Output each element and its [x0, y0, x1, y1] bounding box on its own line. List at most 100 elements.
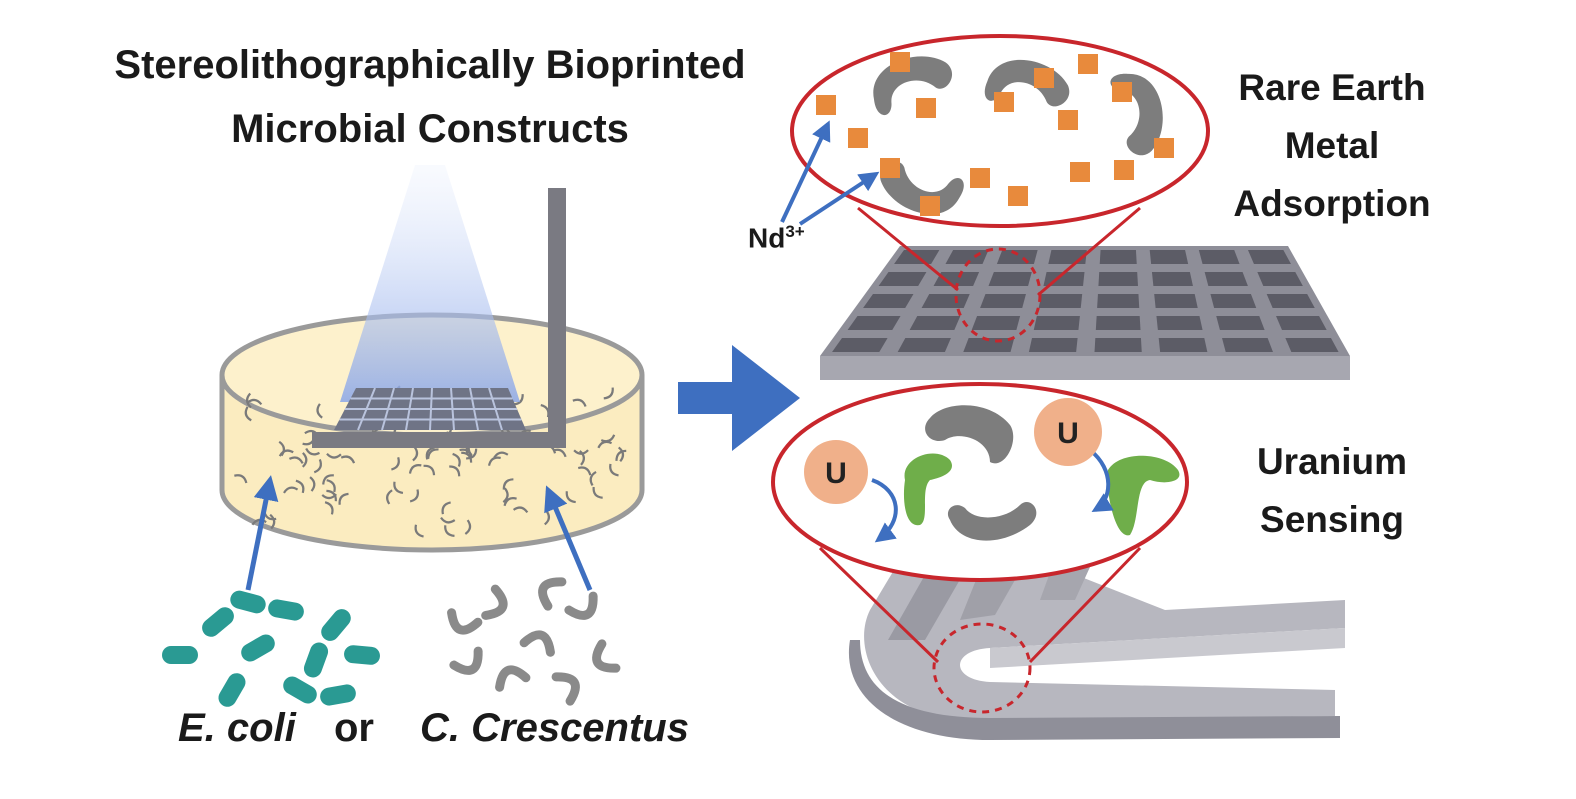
- resin-bacterium: [603, 387, 614, 400]
- nd-ion: [880, 158, 900, 178]
- resin-bacterium: [502, 487, 509, 504]
- uranium-symbol: U: [825, 457, 847, 490]
- ccrescentus-cell: [447, 608, 483, 635]
- ccrescentus-cell: [481, 584, 508, 620]
- resin-bacterium: [409, 489, 419, 503]
- resin-bacterium: [338, 492, 349, 505]
- light-beam-icon: [340, 165, 520, 402]
- resin-bacterium: [444, 525, 455, 537]
- ccrescentus-cells: [447, 577, 621, 706]
- resin-bacterium: [340, 455, 356, 464]
- resin-bacterium: [269, 513, 276, 530]
- resin-bacterium: [305, 447, 320, 456]
- resin-bacterium: [466, 448, 478, 460]
- lattice-hole: [1210, 293, 1257, 309]
- lattice-hole: [1098, 271, 1138, 287]
- resin-bacterium: [609, 463, 619, 477]
- lattice-hole: [1216, 315, 1265, 331]
- uranium-label-1: Uranium: [1256, 441, 1408, 482]
- resin-bacterium: [313, 459, 322, 474]
- rare-earth-label-1: Rare Earth: [1238, 67, 1426, 108]
- nd-ion: [890, 52, 910, 72]
- lattice-hole: [1266, 293, 1315, 309]
- ccrescentus-cell: [551, 672, 580, 706]
- ecoli-cell: [162, 646, 198, 664]
- lattice-hole: [1158, 337, 1208, 353]
- nd-ion: [994, 92, 1014, 112]
- resin-bacterium: [503, 497, 517, 507]
- lattice-construct: [820, 246, 1350, 380]
- nd-ion: [1070, 162, 1090, 182]
- resin-bacterium: [288, 456, 304, 464]
- resin-bacterium: [301, 452, 308, 468]
- lattice-hole: [1156, 315, 1203, 331]
- nd-ion: [1008, 186, 1028, 206]
- resin-bacterium: [326, 452, 342, 459]
- nd-charge: 3+: [785, 222, 805, 241]
- ccrescentus-cell: [592, 639, 621, 673]
- resin-bacterium: [427, 448, 439, 459]
- resin-bacterium: [597, 440, 613, 449]
- nd-ion: [920, 196, 940, 216]
- nd-pointer-arrow-2: [798, 171, 880, 226]
- lattice-hole: [909, 315, 961, 331]
- ecoli-cell: [268, 599, 304, 621]
- ecoli-cell: [230, 590, 266, 614]
- resin-bacterium: [391, 456, 400, 471]
- resin-bacterium: [295, 479, 305, 494]
- lattice-hole: [980, 293, 1026, 309]
- resin-bacterium: [600, 434, 616, 443]
- ccrescentus-cell: [519, 630, 555, 657]
- ccrescentus-cell: [538, 577, 567, 611]
- lattice-hole: [1097, 293, 1140, 309]
- resin-bacterium: [452, 452, 461, 467]
- ecoli-cell: [241, 634, 275, 662]
- resin-bacterium: [414, 524, 424, 538]
- resin-bacterium: [326, 489, 337, 502]
- nd-ion-label: Nd3+: [748, 222, 805, 254]
- resin-bacterium: [244, 406, 252, 422]
- resin-bacterium: [589, 470, 597, 487]
- zoom-lens-icon: U U: [771, 382, 1189, 582]
- uranium-ion: [804, 440, 868, 504]
- nd-ion: [1154, 138, 1174, 158]
- resin-bacterium: [493, 451, 509, 459]
- lattice-hole: [1095, 315, 1141, 331]
- zoom-cone-lines: [818, 206, 1142, 664]
- nd-ion: [1112, 82, 1132, 102]
- resin-bacterium: [615, 449, 627, 461]
- resin-bacterium: [573, 449, 589, 455]
- resin-bacterium: [322, 474, 334, 485]
- resin-bacterium: [316, 403, 323, 419]
- ccrescentus-cell: [449, 646, 483, 675]
- ecoli-cell: [344, 645, 380, 665]
- lattice-hole: [1099, 249, 1137, 265]
- resin-bacterium: [326, 479, 336, 493]
- resin-bacterium: [440, 516, 456, 524]
- lattice-hole: [1204, 271, 1248, 287]
- resin-bacterium: [245, 392, 252, 409]
- lattice-hole: [1151, 271, 1193, 287]
- lattice-hole: [1028, 337, 1078, 353]
- lattice-hole: [878, 271, 927, 287]
- resin-bacterium: [572, 398, 587, 407]
- resin-bacterium: [278, 449, 294, 457]
- zoom-lens-icon: [790, 34, 1210, 228]
- lattice-hole: [996, 249, 1038, 265]
- lattice-hole: [1222, 337, 1273, 353]
- resin-bacterium: [579, 450, 585, 466]
- ecoli-label: E. coli: [178, 706, 296, 750]
- resin-bacterium: [441, 501, 451, 515]
- uranium-symbol: U: [1057, 417, 1079, 450]
- nd-ion: [916, 98, 936, 118]
- rare-earth-label-3: Adsorption: [1233, 183, 1431, 224]
- pointer-arrow-ecoli: [245, 475, 279, 591]
- lattice-hole: [1154, 293, 1198, 309]
- lattice-hole: [832, 337, 888, 353]
- lattice-hole: [1285, 337, 1339, 353]
- resin-bacterium: [408, 464, 422, 474]
- lattice-hole: [1033, 315, 1080, 331]
- resin-bacterium: [234, 474, 248, 484]
